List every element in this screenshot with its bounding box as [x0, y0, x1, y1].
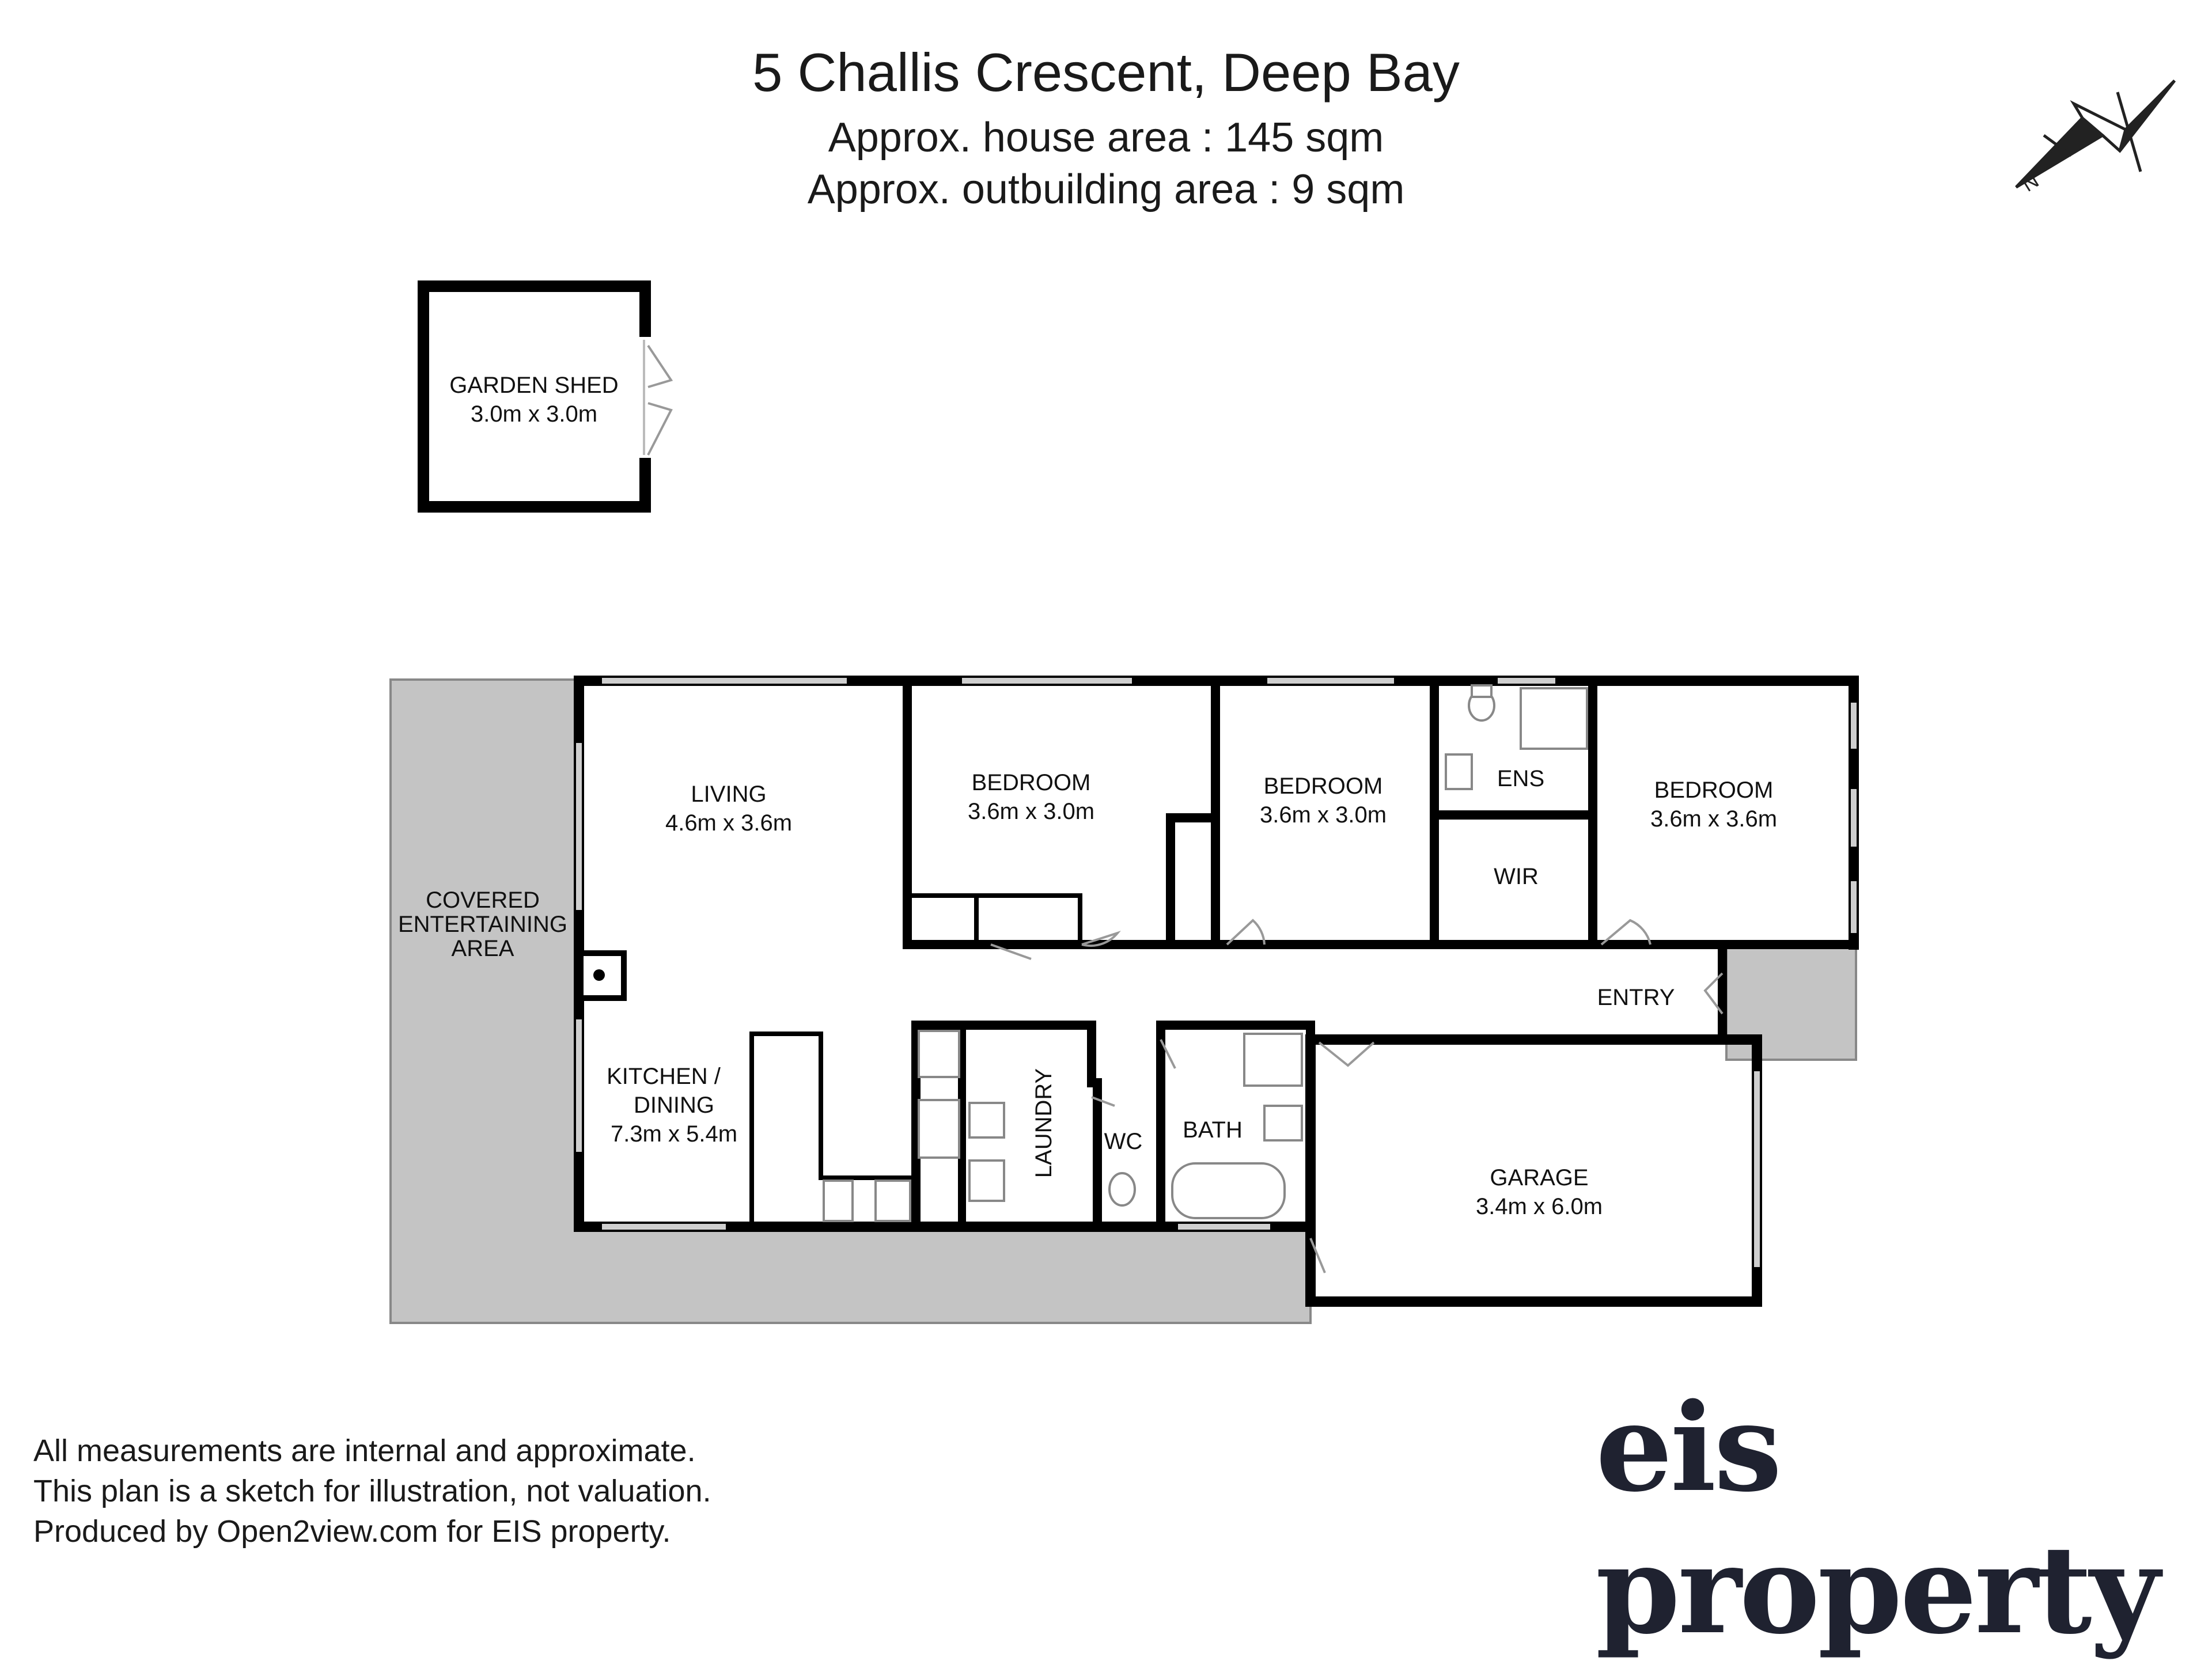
covered-area-label-2: ENTERTAINING — [398, 912, 567, 937]
page-title: 5 Challis Crescent, Deep Bay — [752, 42, 1460, 103]
bedroom3-label: BEDROOM — [1654, 778, 1774, 803]
outbuilding-area: Approx. outbuilding area : 9 sqm — [807, 166, 1405, 213]
garage-size: 3.4m x 6.0m — [1476, 1194, 1603, 1219]
bedroom3-size: 3.6m x 3.6m — [1650, 806, 1777, 832]
wc-toilet-icon — [1108, 1172, 1136, 1207]
bath-shower-icon — [1243, 1033, 1303, 1087]
kitchen-size: 7.3m x 5.4m — [611, 1121, 737, 1147]
garden-shed — [418, 280, 673, 513]
bedroom2-size: 3.6m x 3.0m — [1260, 802, 1387, 828]
oven-icon — [918, 1099, 960, 1159]
kitchen-label-1: KITCHEN / — [607, 1064, 721, 1089]
covered-area-label-1: COVERED — [426, 888, 540, 913]
disclaimer-line-2: This plan is a sketch for illustration, … — [33, 1474, 711, 1508]
disclaimer-line-1: All measurements are internal and approx… — [33, 1434, 696, 1468]
entry-label: ENTRY — [1597, 985, 1675, 1010]
cooktop-icon — [918, 1030, 960, 1078]
laundry-label: LAUNDRY — [1031, 1068, 1056, 1178]
door-swings — [990, 919, 1724, 1273]
wir-label: WIR — [1494, 864, 1539, 889]
house-area: Approx. house area : 145 sqm — [828, 115, 1384, 161]
bath-label: BATH — [1183, 1117, 1243, 1143]
floor-plan: N GARDEN SHED 3.0m x 3.0m COVERED ENTERT… — [389, 79, 2176, 1324]
wc-label: WC — [1104, 1129, 1143, 1154]
kitchen-label-2: DINING — [634, 1093, 714, 1118]
bathtub-icon — [1171, 1162, 1286, 1219]
fixtures — [578, 684, 1588, 1222]
bedroom1-size: 3.6m x 3.0m — [968, 799, 1094, 824]
kitchen-sink-icon — [874, 1180, 911, 1222]
living-label: LIVING — [691, 782, 766, 807]
bedroom2-label: BEDROOM — [1264, 773, 1383, 799]
living-size: 4.6m x 3.6m — [665, 810, 792, 836]
bath-basin-icon — [1263, 1105, 1303, 1142]
toilet-cistern-icon — [1471, 684, 1493, 698]
dishwasher-icon — [823, 1180, 854, 1222]
disclaimer: All measurements are internal and approx… — [33, 1431, 711, 1552]
compass-icon — [2015, 79, 2176, 189]
bedroom1-label: BEDROOM — [972, 770, 1091, 795]
garden-shed-size: 3.0m x 3.0m — [471, 401, 597, 427]
disclaimer-line-3: Produced by Open2view.com for EIS proper… — [33, 1514, 671, 1549]
brand-logo: eis property — [1596, 1376, 2160, 1661]
garage-label: GARAGE — [1490, 1165, 1588, 1190]
laundry-tub-icon — [968, 1102, 1005, 1139]
garden-shed-label: GARDEN SHED — [449, 373, 618, 398]
basin-icon — [1445, 753, 1473, 790]
shower-icon — [1520, 687, 1588, 750]
washer-icon — [968, 1159, 1005, 1202]
windows — [576, 678, 1857, 1267]
covered-area-label-3: AREA — [452, 936, 514, 961]
ens-label: ENS — [1497, 766, 1544, 791]
